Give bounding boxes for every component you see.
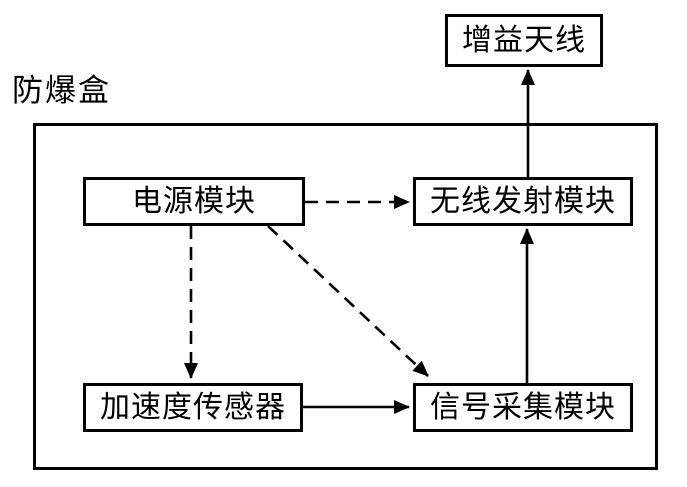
node-acceleration-sensor: 加速度传感器: [83, 383, 303, 432]
node-power-module: 电源模块: [83, 177, 305, 226]
node-wireless-transmit-module: 无线发射模块: [413, 177, 633, 226]
node-signal-acquisition-module: 信号采集模块: [413, 383, 633, 432]
node-gain-antenna: 增益天线: [445, 14, 603, 67]
explosion-proof-box-outline: [33, 123, 658, 470]
node-acceleration-sensor-label: 加速度传感器: [100, 390, 286, 424]
node-signal-acquisition-module-label: 信号采集模块: [430, 390, 616, 424]
explosion-proof-box-label: 防爆盒: [12, 73, 111, 108]
node-wireless-transmit-module-label: 无线发射模块: [430, 184, 616, 218]
node-gain-antenna-label: 增益天线: [462, 23, 586, 57]
node-power-module-label: 电源模块: [132, 184, 256, 218]
edge-power-to-signal-dashed-arrow: [267, 225, 429, 377]
